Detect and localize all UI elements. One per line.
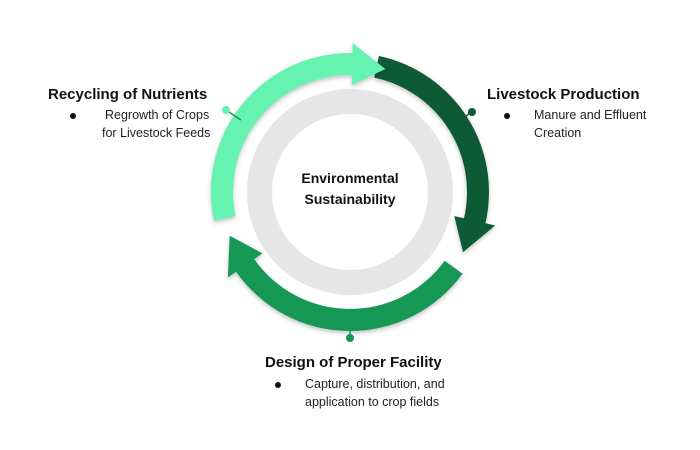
bullet-dot-icon: [275, 382, 281, 388]
stage-bullet-line1: Manure and Effluent: [534, 108, 647, 122]
stage-bullet-line2: for Livestock Feeds: [102, 126, 211, 140]
center-label-line1: Environmental: [301, 170, 399, 186]
connectors: [222, 106, 476, 342]
connector-dot-livestock: [468, 108, 476, 116]
stage-bullet-line2: Creation: [534, 126, 582, 140]
stage-bullet-facility: Capture, distribution, and application t…: [275, 375, 475, 415]
bullet-dot-icon: [504, 113, 510, 119]
stage-bullet-recycling: Regrowth of Crops for Livestock Feeds: [70, 106, 220, 146]
center-label: Environmental Sustainability: [280, 168, 420, 210]
stage-bullet-line2: application to crop fields: [305, 395, 440, 409]
connector-dot-recycling: [222, 106, 230, 114]
center-label-line2: Sustainability: [304, 191, 396, 207]
connector-dot-facility: [346, 334, 354, 342]
arc-recycling-nutrients: [210, 43, 386, 221]
inner-white-disc: [272, 114, 428, 270]
stage-bullet-line1: Regrowth of Crops: [105, 108, 210, 122]
cycle-arcs: [210, 43, 496, 332]
arc-design-facility: [227, 235, 463, 332]
stage-title-livestock: Livestock Production: [487, 86, 640, 103]
bullet-dot-icon: [70, 113, 76, 119]
stage-bullet-livestock: Manure and Effluent Creation: [504, 106, 674, 146]
stage-bullet-text-facility: Capture, distribution, and application t…: [305, 375, 445, 411]
stage-bullet-text-livestock: Manure and Effluent Creation: [534, 106, 646, 142]
stage-bullet-line1: Capture, distribution, and: [305, 377, 445, 391]
stage-bullet-text-recycling: Regrowth of Crops for Livestock Feeds: [102, 106, 210, 142]
stage-title-facility: Design of Proper Facility: [265, 354, 442, 371]
stage-title-recycling: Recycling of Nutrients: [48, 86, 208, 103]
arc-livestock-production: [374, 56, 496, 253]
